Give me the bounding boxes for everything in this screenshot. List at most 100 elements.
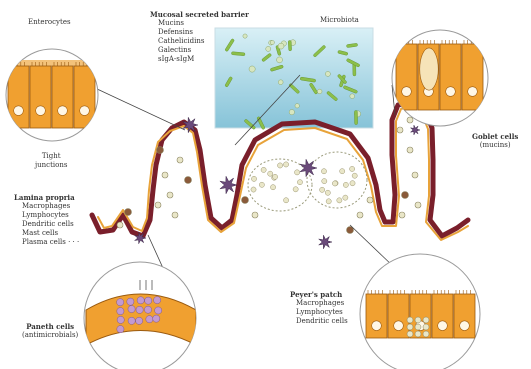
peyers-patch-title: Peyer's patch <box>290 290 348 299</box>
dendritic-cell <box>411 125 421 135</box>
lymphocyte <box>272 174 277 179</box>
macrophage <box>402 192 409 199</box>
lymphocyte <box>415 324 421 330</box>
macrophage <box>157 147 164 154</box>
lymphocyte <box>320 187 325 192</box>
macrophage <box>242 197 249 204</box>
mucin-granules <box>420 48 438 90</box>
bacterium-coccus <box>289 109 294 114</box>
lymphocyte <box>332 181 337 186</box>
bacterium-coccus <box>277 57 283 63</box>
lymphocyte <box>172 212 178 218</box>
paneth-granule <box>146 316 153 323</box>
paneth-granule <box>117 299 124 306</box>
paneth-granule <box>128 317 135 324</box>
lymphocyte <box>259 182 264 187</box>
bacterium-coccus <box>325 71 330 76</box>
goblet-cells-subtitle: (mucins) <box>472 141 518 150</box>
lymphocyte <box>407 117 413 123</box>
lymphocyte <box>283 198 288 203</box>
bacterium-coccus <box>295 104 299 108</box>
epithelial-cell <box>366 294 387 338</box>
nucleus <box>468 87 478 97</box>
paneth-granule <box>144 306 151 313</box>
mucosal-barrier-item: Defensins <box>150 28 249 37</box>
nucleus <box>394 321 404 331</box>
paneth-granule <box>117 316 124 323</box>
lymphocyte <box>423 317 429 323</box>
lymphocyte <box>415 331 421 337</box>
paneth-granule <box>128 305 135 312</box>
tight-junctions-line-1: Tight <box>35 152 67 161</box>
epithelial-cell <box>462 44 483 110</box>
nucleus <box>438 321 448 331</box>
tight-junctions-line-2: junctions <box>35 161 67 170</box>
label-peyers-patch: Peyer's patch Macrophages Lymphocytes De… <box>290 290 348 326</box>
epithelial-cell <box>30 66 51 128</box>
lymphocyte <box>415 317 421 323</box>
lymphocyte <box>326 199 331 204</box>
lymphocyte <box>162 172 168 178</box>
paneth-granule <box>137 297 144 304</box>
peyers-patch-inset <box>366 290 475 338</box>
enterocytes-inset <box>6 60 98 128</box>
lymphocyte <box>322 179 327 184</box>
paneth-granule <box>155 307 162 314</box>
nucleus <box>14 106 24 116</box>
lymphocyte <box>340 169 345 174</box>
nucleus <box>460 321 470 331</box>
bacterium-rod <box>354 110 357 124</box>
bacterium-coccus <box>317 89 322 94</box>
label-paneth-cells: Paneth cells (antimicrobials) <box>22 322 78 340</box>
label-mucosal-barrier: Mucosal secreted barrier Mucins Defensin… <box>150 10 249 64</box>
lamina-propria-item: Plasma cells · · · <box>14 238 79 247</box>
lymphocyte <box>294 170 299 175</box>
nucleus <box>372 321 382 331</box>
label-lamina-propria: Lamina propria Macrophages Lymphocytes D… <box>14 193 79 247</box>
lymphocyte <box>251 187 256 192</box>
lymphocyte <box>277 163 282 168</box>
lymphocyte <box>155 202 161 208</box>
lamina-propria-item: Dendritic cells <box>14 220 79 229</box>
mucosal-barrier-item: sIgA-sIgM <box>150 55 249 64</box>
paneth-cells-title: Paneth cells <box>22 322 78 331</box>
bacterium-coccus <box>249 66 255 72</box>
lymphocyte <box>350 166 355 171</box>
paneth-granule <box>153 315 160 322</box>
paneth-granule <box>154 296 161 303</box>
bacterium-coccus <box>350 94 355 99</box>
bacterium-coccus <box>266 46 271 51</box>
macrophage <box>125 209 132 216</box>
lymphocyte <box>343 195 348 200</box>
lymphocyte <box>325 190 330 195</box>
lymphocyte <box>423 324 429 330</box>
dendritic-cell <box>220 176 237 194</box>
lamina-propria-title: Lamina propria <box>14 193 79 202</box>
label-microbiota: Microbiota <box>320 16 359 25</box>
paneth-granule <box>117 308 124 315</box>
lymphocyte <box>293 187 298 192</box>
paneth-granule <box>117 326 124 333</box>
lymphocyte <box>352 173 357 178</box>
epithelial-cell <box>388 294 409 338</box>
epithelial-cell <box>396 44 417 110</box>
dendritic-cell <box>319 235 332 249</box>
lymphocyte <box>261 167 266 172</box>
nucleus <box>36 106 46 116</box>
paneth-cells-subtitle: (antimicrobials) <box>22 331 78 340</box>
lymphocyte <box>397 127 403 133</box>
nucleus <box>58 106 68 116</box>
lymphocyte <box>423 331 429 337</box>
peyers-patch-item: Macrophages <box>290 299 348 308</box>
lymphocyte <box>407 331 413 337</box>
lymphocyte <box>167 192 173 198</box>
lymphocyte <box>367 197 373 203</box>
lymphocyte <box>415 202 421 208</box>
epithelial-cell <box>440 44 461 110</box>
epithelial-cell <box>432 294 453 338</box>
paneth-granule <box>136 306 143 313</box>
lymphocyte <box>177 157 183 163</box>
mucosal-barrier-item: Cathelicidins <box>150 37 249 46</box>
peyers-patch-item: Dendritic cells <box>290 317 348 326</box>
